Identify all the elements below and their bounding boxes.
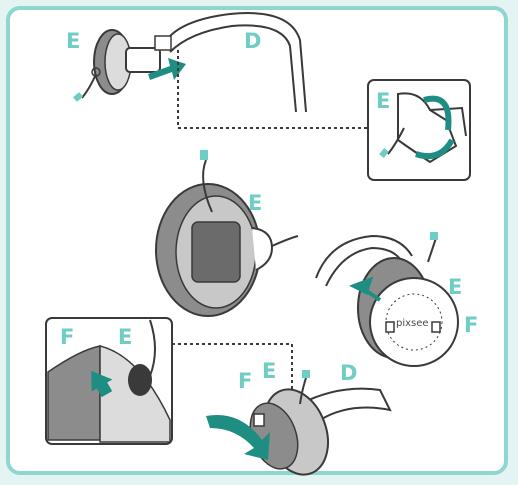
step-4-tilt: F E D: [206, 359, 390, 484]
inset-rotate: E: [368, 80, 470, 180]
brand-logo-text: pixsee: [396, 318, 429, 329]
step-2-head-back: E: [156, 150, 298, 316]
label-f-inset: F: [60, 325, 74, 349]
label-f-right: F: [464, 313, 478, 337]
label-e-mid: E: [248, 191, 262, 215]
label-e-inset-bottom: E: [118, 325, 132, 349]
step-3-mounted-unit: pixsee E F: [316, 232, 478, 366]
camera-cable-icon: [82, 74, 96, 98]
label-f-bottom: F: [238, 369, 252, 393]
label-d-top: D: [244, 29, 261, 53]
step-1-attach-head: E D: [66, 13, 368, 128]
label-e-top: E: [66, 29, 80, 53]
label-e-right: E: [448, 275, 462, 299]
label-e-bottom: E: [262, 359, 276, 383]
gooseneck-arm-top: [165, 13, 306, 112]
label-e-inset: E: [376, 89, 390, 113]
label-d-bottom: D: [340, 361, 357, 385]
dotted-guide-top: [178, 50, 368, 128]
